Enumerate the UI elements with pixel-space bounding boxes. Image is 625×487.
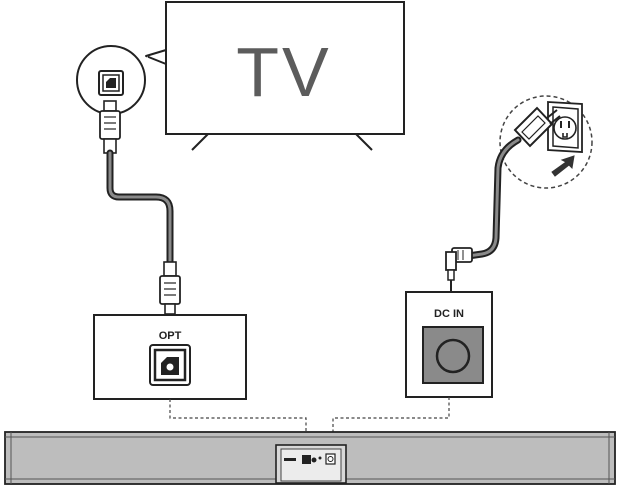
optical-plug-icon	[99, 100, 121, 154]
tv-leg-right	[355, 133, 373, 151]
soundbar-rear-panel	[275, 444, 347, 484]
dc-in-label: DC IN	[434, 308, 464, 320]
wall-socket-callout	[499, 95, 593, 189]
optical-cable	[99, 100, 181, 315]
tv-leg-left	[191, 133, 209, 151]
tv: TV	[165, 1, 405, 151]
soundbar	[4, 431, 616, 485]
opt-label: OPT	[159, 330, 182, 342]
optical-plug-bottom-icon	[159, 261, 181, 315]
tv-label: TV	[236, 33, 331, 111]
opt-port-icon	[149, 344, 191, 386]
tv-port-callout	[76, 45, 167, 115]
optical-port-icon	[98, 70, 124, 96]
opt-panel: OPT	[93, 314, 247, 400]
wall-socket-icon	[547, 101, 583, 153]
power-cord	[445, 136, 522, 292]
tv-screen	[165, 1, 405, 135]
dc-socket-icon	[422, 326, 484, 384]
dc-in-panel: DC IN	[405, 291, 493, 398]
power-adapter-icon	[513, 106, 561, 148]
dc-plug-icon	[445, 247, 473, 292]
insert-arrow-icon	[551, 155, 575, 177]
